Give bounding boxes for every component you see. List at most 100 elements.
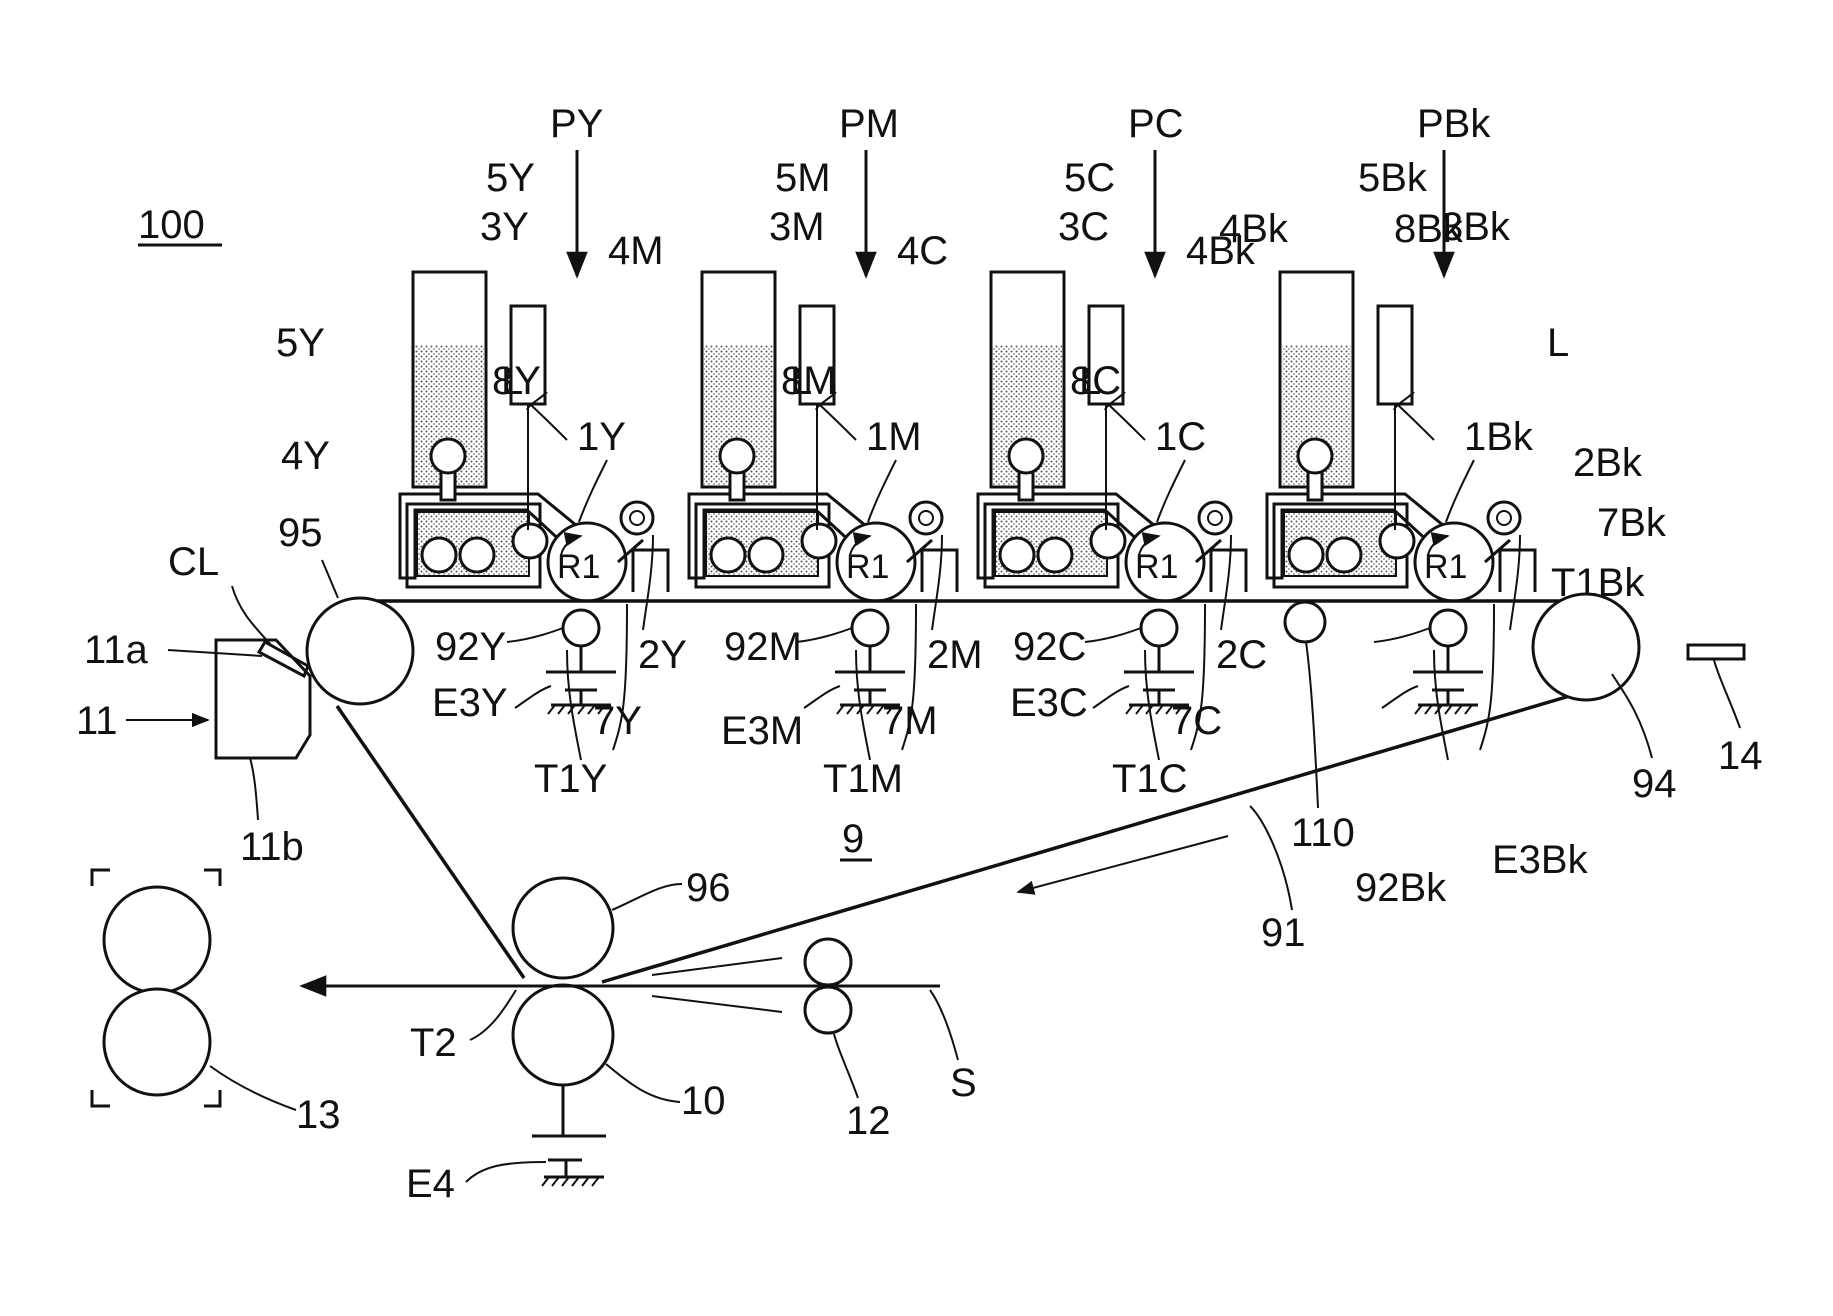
leader-primary-roller bbox=[796, 628, 852, 642]
label-sheet: S bbox=[950, 1061, 977, 1105]
leader-idler-roller bbox=[1306, 642, 1318, 808]
agitator-roller bbox=[460, 538, 494, 572]
leader-sensor bbox=[1714, 660, 1740, 728]
label-light: L bbox=[1547, 321, 1569, 365]
leader-drum bbox=[1157, 460, 1185, 522]
drive-roller-95 bbox=[307, 598, 413, 704]
label-drum: 1Bk bbox=[1464, 415, 1534, 459]
label-cleaner-blade: 11a bbox=[84, 628, 149, 672]
label-secondary-nip: T2 bbox=[410, 1021, 457, 1065]
label-tension-roller: 94 bbox=[1632, 762, 1677, 806]
charging-roller bbox=[621, 502, 653, 534]
label-ground: E3Y bbox=[432, 681, 508, 725]
label-exposure: PBk bbox=[1417, 102, 1491, 146]
label-next-developer: 4C bbox=[897, 229, 948, 273]
leader-primary-roller bbox=[507, 628, 563, 642]
leader-primary-roller bbox=[1085, 628, 1141, 642]
primary-transfer-roller bbox=[1430, 610, 1466, 646]
label-ground: E3Bk bbox=[1492, 838, 1589, 882]
registration-roller-lower bbox=[805, 987, 851, 1033]
label-primary-roller: 92M bbox=[724, 625, 802, 669]
label-registration-rollers: 12 bbox=[846, 1099, 891, 1143]
leader-cleaner-box bbox=[250, 758, 258, 820]
fixing-bracket-left-bottom bbox=[92, 1090, 110, 1106]
label-scanner: 3M bbox=[769, 205, 825, 249]
label-drive-roller: 95 bbox=[278, 511, 323, 555]
charging-roller bbox=[1488, 502, 1520, 534]
leader-cartridge bbox=[1398, 405, 1434, 440]
charging-roller bbox=[910, 502, 942, 534]
leader-secondary-roller bbox=[606, 1064, 680, 1102]
station-m: R1PM5M3M4C8ML1M2M7MT1M92ME3M bbox=[689, 102, 983, 801]
label-developer: 4Y bbox=[281, 434, 330, 478]
supply-roller bbox=[1009, 439, 1043, 473]
leader-ground bbox=[1093, 686, 1129, 708]
label-cleaner-unit: 11 bbox=[76, 699, 118, 743]
leader-drum bbox=[579, 460, 607, 522]
label-drum: 1Y bbox=[577, 415, 626, 459]
leader-ground bbox=[1382, 686, 1418, 708]
secondary-transfer-section bbox=[302, 878, 940, 1186]
belt-direction-arrow bbox=[1018, 836, 1228, 892]
primary-transfer-roller bbox=[852, 610, 888, 646]
leader-sheet bbox=[930, 990, 958, 1060]
belt-left-run bbox=[337, 706, 524, 978]
drum-mark: R1 bbox=[1424, 548, 1467, 586]
label-next-developer: 4M bbox=[608, 229, 664, 273]
leader-primary-roller bbox=[1374, 628, 1430, 642]
leader-drum bbox=[868, 460, 896, 522]
fixing-unit bbox=[92, 870, 220, 1106]
fixing-bracket-right bbox=[204, 870, 220, 886]
tension-roller-94 bbox=[1533, 594, 1639, 700]
label-cleaner: 7C bbox=[1171, 699, 1222, 743]
leader-drum bbox=[1446, 460, 1474, 522]
drum-mark: R1 bbox=[846, 548, 889, 586]
developing-roller bbox=[1091, 524, 1125, 558]
label-exposure: PC bbox=[1128, 102, 1184, 146]
leader-secondary-nip bbox=[470, 990, 516, 1040]
label-toner-tank-side: 5Y bbox=[276, 321, 325, 365]
drum-mark: R1 bbox=[1135, 548, 1178, 586]
label-secondary-ground: E4 bbox=[406, 1162, 455, 1206]
leader-cartridge bbox=[820, 405, 856, 440]
fixing-roller-upper bbox=[104, 887, 210, 993]
label-toner-tank: 5C bbox=[1064, 156, 1115, 200]
leader-backup-roller bbox=[612, 884, 682, 910]
label-exposure: PY bbox=[550, 102, 603, 146]
figure-reference: 100 bbox=[138, 203, 205, 247]
label-backup-roller: 96 bbox=[686, 866, 731, 910]
process-stations: R1PY5Y3Y4M5Y4Y8YL1Y2Y7YT1Y92YE3YR1PM5M3M… bbox=[276, 102, 1667, 910]
density-sensor bbox=[1688, 645, 1744, 659]
backup-roller-96 bbox=[513, 878, 613, 978]
primary-transfer-roller bbox=[1141, 610, 1177, 646]
label-belt-unit: 9 bbox=[842, 817, 864, 861]
supply-roller bbox=[431, 439, 465, 473]
label-light: L bbox=[790, 359, 812, 403]
label-exposure: PM bbox=[839, 102, 899, 146]
leader-cleaner bbox=[1480, 604, 1494, 750]
label-primary-roller: 92Y bbox=[435, 625, 506, 669]
charging-roller bbox=[1199, 502, 1231, 534]
label-toner-tank: 5M bbox=[775, 156, 831, 200]
label-drum: 1M bbox=[866, 415, 922, 459]
fixing-bracket-left bbox=[92, 870, 110, 886]
label-fixing-unit: 13 bbox=[296, 1093, 341, 1137]
label-toner-tank: 5Bk bbox=[1358, 156, 1428, 200]
paper-guide-lower bbox=[652, 996, 782, 1012]
supply-roller bbox=[1298, 439, 1332, 473]
label-primary-roller: 92Bk bbox=[1355, 866, 1447, 910]
label-scanner: 3C bbox=[1058, 205, 1109, 249]
label-nip: T1M bbox=[823, 757, 903, 801]
label-light: L bbox=[1079, 359, 1101, 403]
fixing-bracket-right-bottom bbox=[204, 1090, 220, 1106]
developing-roller bbox=[802, 524, 836, 558]
agitator-roller bbox=[711, 538, 745, 572]
label-scanner: 3Y bbox=[480, 205, 529, 249]
agitator-roller bbox=[1289, 538, 1323, 572]
secondary-transfer-roller-10 bbox=[513, 985, 613, 1085]
label-charger: 2M bbox=[927, 633, 983, 677]
label-light: L bbox=[501, 359, 523, 403]
label-belt: 91 bbox=[1261, 911, 1306, 955]
leader-registration-rollers bbox=[834, 1034, 858, 1098]
